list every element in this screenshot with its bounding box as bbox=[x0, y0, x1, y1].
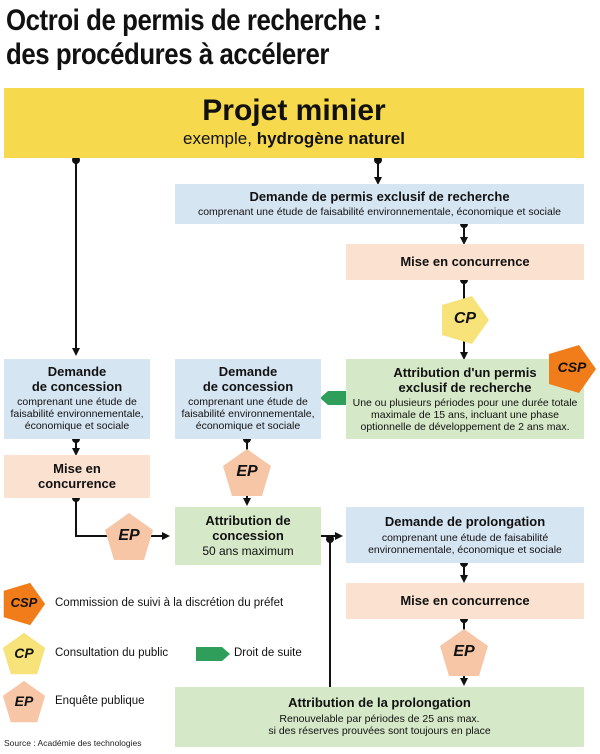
mise-concurrence-2-title-1: Mise en bbox=[53, 461, 101, 476]
legend-ep-label: Enquête publique bbox=[55, 695, 145, 707]
ep-badge-1-text: EP bbox=[236, 463, 258, 480]
legend-csp-text-badge: CSP bbox=[10, 595, 38, 610]
attribution-permis-sub-3: optionnelle de développement de 2 ans ma… bbox=[360, 421, 570, 433]
ep-badge-2-text: EP bbox=[118, 527, 140, 544]
legend-cp-badge: CP bbox=[2, 632, 46, 676]
ep-badge-1: EP bbox=[222, 448, 272, 498]
attribution-concession-title-2: concession bbox=[212, 528, 284, 543]
demande-prolongation-sub-1: comprenant une étude de faisabilité bbox=[381, 532, 549, 544]
mise-concurrence-1-title: Mise en concurrence bbox=[400, 254, 530, 269]
concession-left-sub-1: comprenant une étude de bbox=[17, 396, 137, 408]
demande-permis-box: Demande de permis exclusif de recherche … bbox=[175, 184, 584, 224]
concession-mid-sub-1: comprenant une étude de bbox=[188, 396, 308, 408]
mise-concurrence-3-title: Mise en concurrence bbox=[400, 593, 530, 608]
legend-droit-label: Droit de suite bbox=[234, 647, 302, 659]
droit-de-suite-arrow bbox=[320, 391, 346, 405]
cp-badge-1-text: CP bbox=[453, 310, 477, 327]
demande-prolongation-title: Demande de prolongation bbox=[384, 514, 546, 529]
legend-ep-badge: EP bbox=[2, 680, 46, 724]
legend-csp-label: Commission de suivi à la discrétion du p… bbox=[55, 597, 284, 609]
concession-mid-sub-3: économique et sociale bbox=[195, 420, 301, 432]
concession-left-title-2: de concession bbox=[31, 379, 123, 394]
csp-badge-1: CSP bbox=[547, 344, 597, 394]
mise-concurrence-3-box: Mise en concurrence bbox=[346, 583, 584, 619]
concession-left-sub-3: économique et sociale bbox=[24, 420, 130, 432]
demande-prolongation-sub-2: environnementale, économique et sociale bbox=[368, 544, 562, 556]
attribution-concession-subtitle: 50 ans maximum bbox=[202, 544, 294, 558]
attribution-permis-sub-1: Une ou plusieurs périodes pour une durée… bbox=[352, 397, 578, 409]
demande-permis-subtitle: comprenant une étude de faisabilité envi… bbox=[197, 206, 562, 218]
attribution-permis-title-2: exclusif de recherche bbox=[398, 380, 532, 395]
concession-left-box: Demande de concession comprenant une étu… bbox=[4, 359, 150, 439]
mise-concurrence-1-box: Mise en concurrence bbox=[346, 244, 584, 280]
page-title-line2: des procédures à accélerer bbox=[6, 38, 329, 71]
projet-subtitle-bold: hydrogène naturel bbox=[256, 129, 405, 148]
concession-mid-box: Demande de concession comprenant une étu… bbox=[175, 359, 321, 439]
attribution-prolongation-box: Attribution de la prolongation Renouvela… bbox=[175, 687, 584, 747]
attribution-prolongation-title: Attribution de la prolongation bbox=[288, 695, 471, 710]
demande-prolongation-box: Demande de prolongation comprenant une é… bbox=[346, 507, 584, 563]
attribution-concession-box: Attribution de concession 50 ans maximum bbox=[175, 507, 321, 565]
attribution-prolongation-sub-1: Renouvelable par périodes de 25 ans max. bbox=[279, 713, 480, 725]
legend-ep-text-badge: EP bbox=[14, 693, 34, 709]
attribution-permis-title-1: Attribution d'un permis bbox=[393, 365, 537, 380]
concession-left-title-1: Demande bbox=[47, 364, 107, 379]
legend-csp-badge: CSP bbox=[2, 582, 46, 626]
projet-title: Projet minier bbox=[202, 94, 386, 127]
concession-mid-sub-2: faisabilité environnementale, bbox=[181, 408, 315, 420]
ep-badge-3: EP bbox=[439, 628, 489, 678]
source-note: Source : Académie des technologies bbox=[4, 738, 142, 748]
demande-permis-title: Demande de permis exclusif de recherche bbox=[249, 189, 510, 204]
mise-concurrence-2-box: Mise en concurrence bbox=[4, 455, 150, 498]
attribution-permis-box: Attribution d'un permis exclusif de rech… bbox=[346, 359, 584, 439]
attribution-concession-title-1: Attribution de bbox=[205, 513, 291, 528]
ep-badge-2: EP bbox=[104, 512, 154, 562]
concession-left-sub-2: faisabilité environnementale, bbox=[10, 408, 144, 420]
cp-badge-1: CP bbox=[440, 295, 490, 345]
legend-cp-label: Consultation du public bbox=[55, 647, 169, 659]
attribution-permis-sub-2: maximale de 15 ans, incluant une phase bbox=[371, 409, 559, 421]
page-title-line1: Octroi de permis de recherche : bbox=[6, 4, 382, 37]
projet-minier-box: Projet minier exemple, hydrogène naturel bbox=[4, 88, 584, 158]
concession-mid-title-2: de concession bbox=[202, 379, 294, 394]
projet-subtitle-prefix: exemple, bbox=[182, 129, 257, 148]
ep-badge-3-text: EP bbox=[453, 643, 475, 660]
projet-subtitle: exemple, hydrogène naturel bbox=[4, 128, 584, 150]
concession-mid-title-1: Demande bbox=[218, 364, 278, 379]
csp-badge-1-text: CSP bbox=[557, 359, 587, 375]
mise-concurrence-2-title-2: concurrence bbox=[37, 476, 117, 491]
attribution-prolongation-sub-2: si des réserves prouvées sont toujours e… bbox=[268, 725, 491, 737]
legend-droit-arrow bbox=[196, 647, 230, 661]
legend-cp-text-badge: CP bbox=[14, 645, 34, 661]
